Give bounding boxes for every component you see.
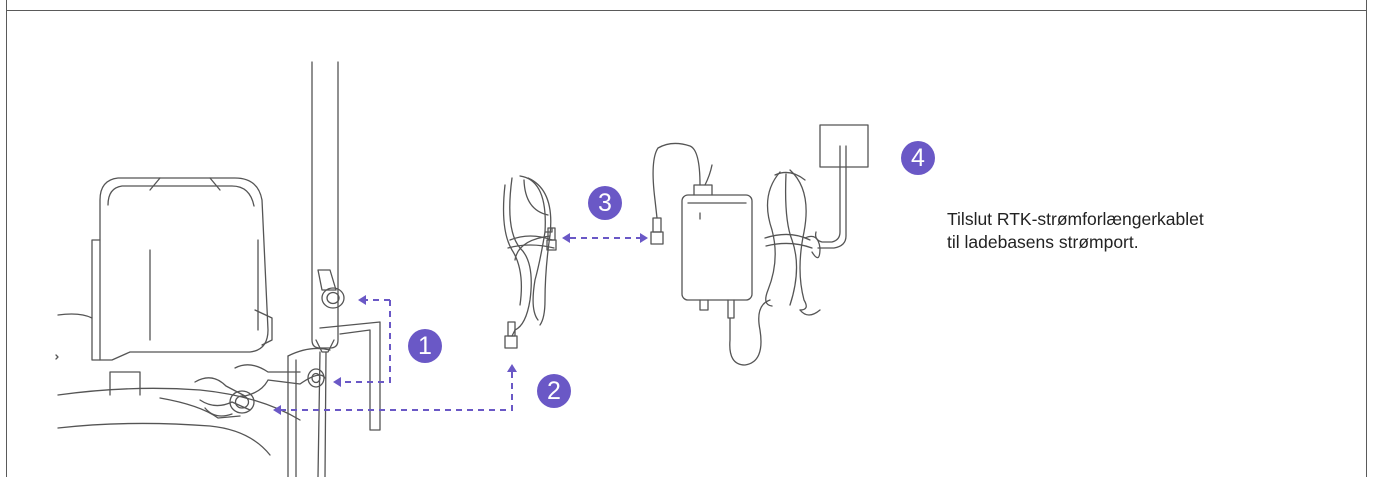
frame-left-border (6, 0, 7, 477)
caption-line-1: Tilslut RTK-strømforlængerkablet (947, 209, 1204, 229)
arrow-step1-lower (340, 300, 391, 383)
frame-top-border (6, 10, 1367, 11)
arrow-step2 (280, 372, 513, 411)
adapter-cable-coil-icon (764, 169, 821, 316)
step-badge-4: 4 (901, 141, 935, 175)
step-badge-2: 2 (537, 374, 571, 408)
wall-outlet-icon (814, 124, 869, 249)
extension-cable-coil-icon (502, 175, 557, 349)
power-adapter-icon (650, 142, 771, 366)
connection-arrows (280, 237, 640, 411)
caption-line-2: til ladebasens strømport. (947, 232, 1139, 252)
arrow-heads (273, 233, 648, 415)
rtk-antenna-pole-icon (287, 61, 381, 477)
step-badge-3: 3 (588, 186, 622, 220)
step-badge-1: 1 (408, 329, 442, 363)
instruction-caption: Tilslut RTK-strømforlængerkablet til lad… (947, 208, 1307, 254)
cable-stake-icon (194, 364, 326, 417)
charging-station-icon (57, 177, 301, 456)
frame-right-border (1366, 0, 1367, 477)
edge-mark (55, 354, 59, 360)
